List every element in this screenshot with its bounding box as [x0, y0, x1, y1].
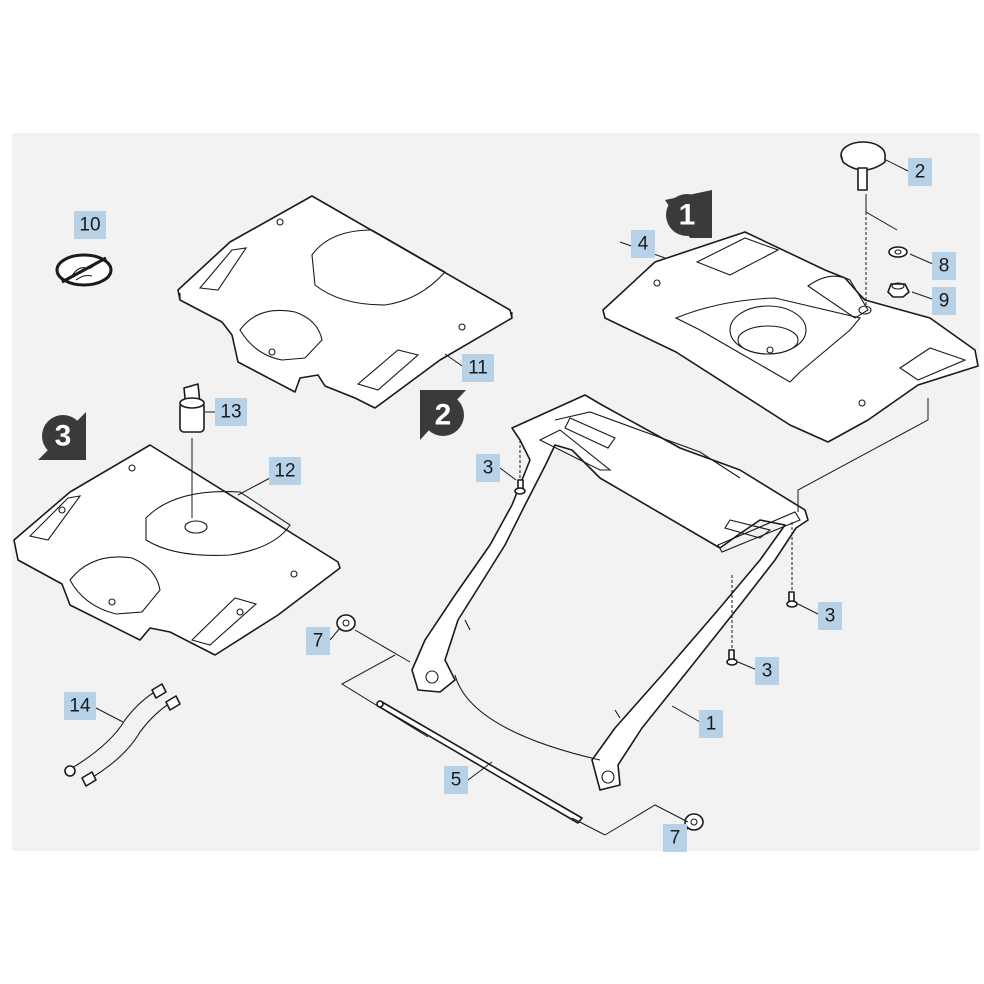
- callout-13: 13: [215, 398, 247, 426]
- callout-7-b-label: 7: [670, 828, 681, 849]
- callout-12-label: 12: [274, 461, 295, 482]
- step-marker-3-label: 3: [55, 420, 72, 453]
- callout-3-a: 3: [476, 454, 500, 482]
- part-9-nut: [887, 282, 910, 298]
- part-1-frame: [411, 394, 809, 791]
- callout-2-label: 2: [915, 162, 926, 183]
- callout-14-label: 14: [69, 696, 91, 717]
- callout-3-c: 3: [755, 657, 779, 685]
- step-marker-1-label: 1: [679, 199, 696, 232]
- part-12-cover: [13, 444, 341, 656]
- callout-3-b-label: 3: [825, 606, 836, 627]
- part-4-cover: [602, 231, 979, 443]
- part-3-screw-b: [786, 520, 798, 608]
- part-5-rod: [376, 700, 583, 824]
- callout-8-label: 8: [939, 256, 950, 277]
- callout-14: 14: [64, 692, 96, 720]
- part-3-screw-a: [514, 440, 526, 495]
- callout-7-a-label: 7: [313, 631, 324, 652]
- callout-11: 11: [462, 354, 494, 382]
- callout-2: 2: [908, 158, 932, 186]
- callout-5: 5: [444, 766, 468, 794]
- callout-13-label: 13: [220, 402, 241, 423]
- part-2-knob: [840, 141, 898, 308]
- callout-7-b: 7: [663, 824, 687, 852]
- callout-3-b: 3: [818, 602, 842, 630]
- step-marker-1: 1: [665, 190, 712, 238]
- part-7-washer-b: [684, 813, 704, 831]
- callout-9: 9: [932, 287, 956, 315]
- step-marker-3: 3: [38, 412, 86, 460]
- callout-3-a-label: 3: [483, 458, 494, 479]
- step-marker-2: 2: [420, 390, 466, 440]
- callout-1-label: 1: [706, 714, 717, 735]
- callout-4: 4: [631, 230, 655, 258]
- part-8-washer: [888, 246, 908, 258]
- part-13-key-switch: [179, 383, 205, 518]
- callout-10-label: 10: [79, 215, 100, 236]
- callout-12: 12: [269, 457, 301, 485]
- part-10-prohibition-symbol: [55, 253, 113, 287]
- part-14-cables: [64, 683, 181, 787]
- callout-8: 8: [932, 252, 956, 280]
- callout-9-label: 9: [939, 291, 950, 312]
- callout-1: 1: [699, 710, 723, 738]
- part-7-washer-a: [336, 614, 356, 632]
- callout-10: 10: [74, 211, 106, 239]
- part-3-screw-c: [726, 575, 738, 666]
- callout-5-label: 5: [451, 770, 462, 791]
- callout-7-a: 7: [306, 627, 330, 655]
- callout-3-c-label: 3: [762, 661, 773, 682]
- assembly-leader-lines: [95, 159, 936, 836]
- callout-4-label: 4: [638, 234, 649, 255]
- part-11-cover: [177, 195, 513, 409]
- callout-11-label: 11: [468, 358, 488, 379]
- step-marker-2-label: 2: [435, 399, 452, 432]
